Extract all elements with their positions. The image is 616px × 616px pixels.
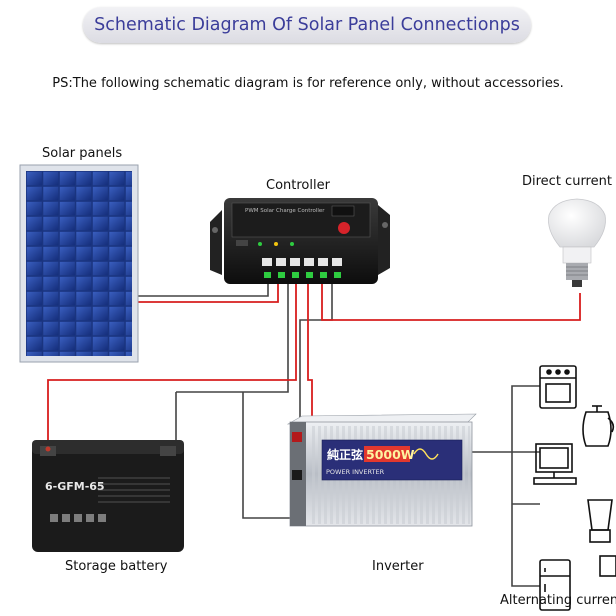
appliance-fridge-icon [539, 559, 571, 611]
diagram-title: Schematic Diagram Of Solar Panel Connect… [94, 15, 520, 35]
inverter-power: 5000W [366, 447, 415, 462]
positive-wires [47, 282, 581, 448]
label-direct-current: Direct current [522, 174, 612, 189]
label-storage-battery: Storage battery [65, 559, 168, 574]
label-solar-panels: Solar panels [42, 146, 123, 161]
label-controller: Controller [266, 178, 330, 193]
storage-battery: 6-GFM-65 [32, 440, 184, 552]
controller-caption: PWM Solar Charge Controller [245, 208, 325, 214]
reference-note: PS:The following schematic diagram is fo… [52, 76, 564, 91]
battery-model: 6-GFM-65 [45, 480, 105, 493]
inverter-subtitle: POWER INVERTER [326, 468, 385, 476]
negative-wires [136, 282, 540, 587]
light-bulb-icon [548, 198, 606, 287]
appliance-blender-icon [587, 499, 616, 577]
solar-panel [19, 164, 139, 363]
power-inverter: 純正弦 5000W POWER INVERTER [286, 413, 477, 527]
label-inverter: Inverter [372, 559, 424, 574]
charge-controller: PWM Solar Charge Controller [210, 198, 390, 284]
appliance-computer-icon [533, 443, 577, 485]
inverter-brand: 純正弦 [327, 447, 363, 462]
appliance-stove-icon [539, 365, 577, 409]
appliance-kettle-icon [582, 405, 615, 447]
label-alternating-current: Alternating curren [500, 593, 616, 608]
title-banner: Schematic Diagram Of Solar Panel Connect… [83, 7, 531, 43]
